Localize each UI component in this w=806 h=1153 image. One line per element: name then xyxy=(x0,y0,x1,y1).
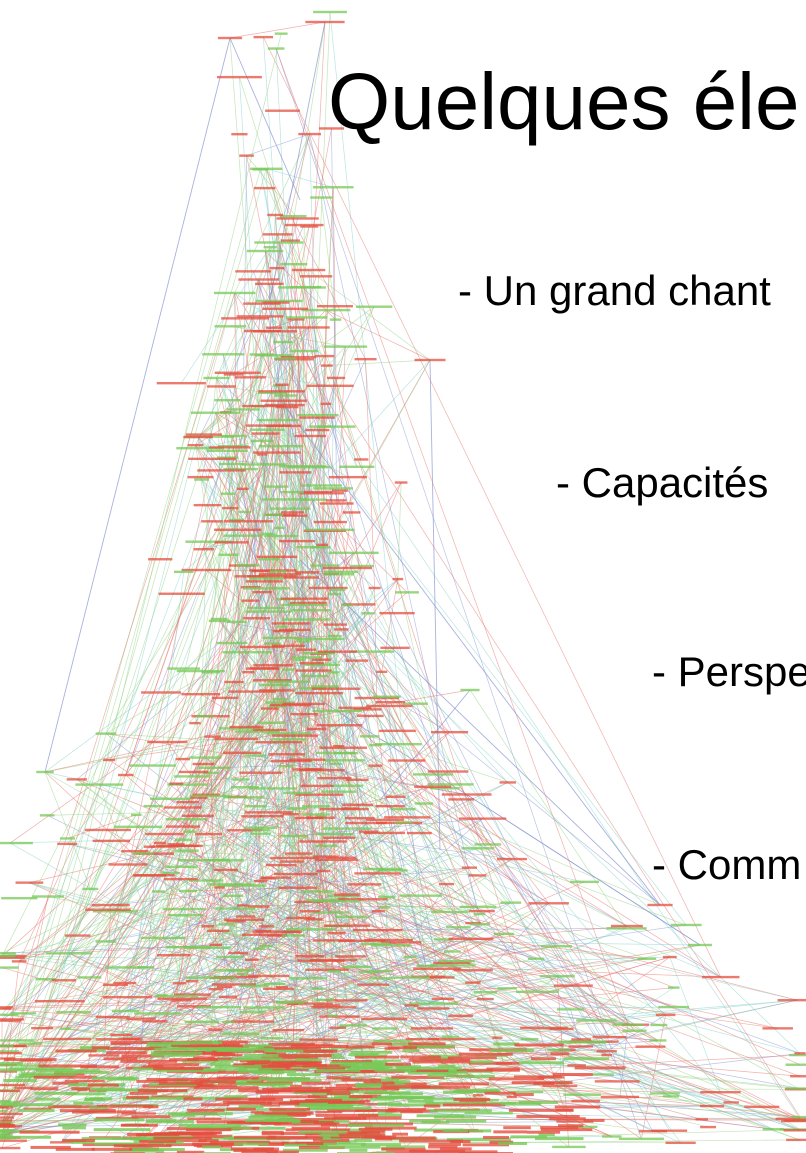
bullet-1: - Un grand chant xyxy=(458,267,771,314)
bullet-3: - Perspe xyxy=(652,648,806,695)
bullet-4: - Comm xyxy=(652,841,802,888)
slide-title: Quelques éle xyxy=(328,57,800,146)
bullet-2: - Capacités xyxy=(556,459,769,506)
graph-nodes xyxy=(0,10,806,1153)
